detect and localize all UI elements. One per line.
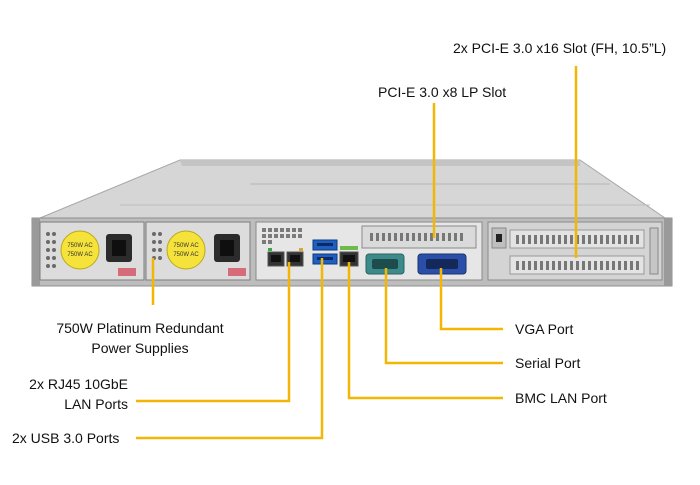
psu-sticker bbox=[166, 230, 206, 270]
label-serial: Serial Port bbox=[515, 355, 581, 371]
callout-usb bbox=[136, 258, 324, 440]
psu-sticker-text: 750W AC bbox=[173, 243, 199, 249]
power-supply-2: 750W AC 750W AC bbox=[145, 221, 251, 281]
right-rack-ear bbox=[664, 218, 672, 286]
label-rj45: 2x RJ45 10GbE LAN Ports bbox=[10, 374, 128, 414]
vga-port bbox=[417, 253, 467, 275]
psu-sticker-text: 750W AC bbox=[173, 252, 199, 258]
psu-handle bbox=[228, 268, 246, 276]
label-pcie-x8: PCI-E 3.0 x8 LP Slot bbox=[378, 84, 507, 100]
label-psu-line1: 750W Platinum Redundant bbox=[56, 320, 224, 336]
left-rack-ear bbox=[32, 218, 40, 286]
label-psu-line2: Power Supplies bbox=[91, 340, 189, 356]
rj45-10gbe-ports bbox=[267, 248, 304, 267]
callout-lines bbox=[136, 66, 578, 440]
callout-vga bbox=[439, 268, 503, 331]
callout-rj45 bbox=[136, 262, 291, 403]
label-rj45-line1: 2x RJ45 10GbE bbox=[29, 376, 128, 392]
psu-sticker bbox=[60, 230, 100, 270]
label-usb: 2x USB 3.0 Ports bbox=[12, 430, 120, 446]
power-supply-1: 750W AC 750W AC bbox=[39, 221, 145, 281]
label-rj45-line2: LAN Ports bbox=[64, 396, 128, 412]
label-bmc: BMC LAN Port bbox=[515, 390, 607, 406]
psu-handle bbox=[118, 268, 136, 276]
psu-sticker-text: 750W AC bbox=[67, 252, 93, 258]
label-vga: VGA Port bbox=[515, 321, 574, 337]
callout-serial bbox=[384, 268, 503, 365]
callout-bmc bbox=[347, 262, 503, 400]
usb3-ports bbox=[312, 239, 338, 265]
label-psu: 750W Platinum Redundant Power Supplies bbox=[40, 318, 240, 358]
chassis-top-shade bbox=[180, 160, 580, 166]
chassis-top bbox=[39, 159, 667, 219]
psu-sticker-text: 750W AC bbox=[67, 243, 93, 249]
label-pcie-x16: 2x PCI-E 3.0 x16 Slot (FH, 10.5”L) bbox=[453, 40, 667, 56]
bmc-lan-port bbox=[339, 246, 359, 267]
